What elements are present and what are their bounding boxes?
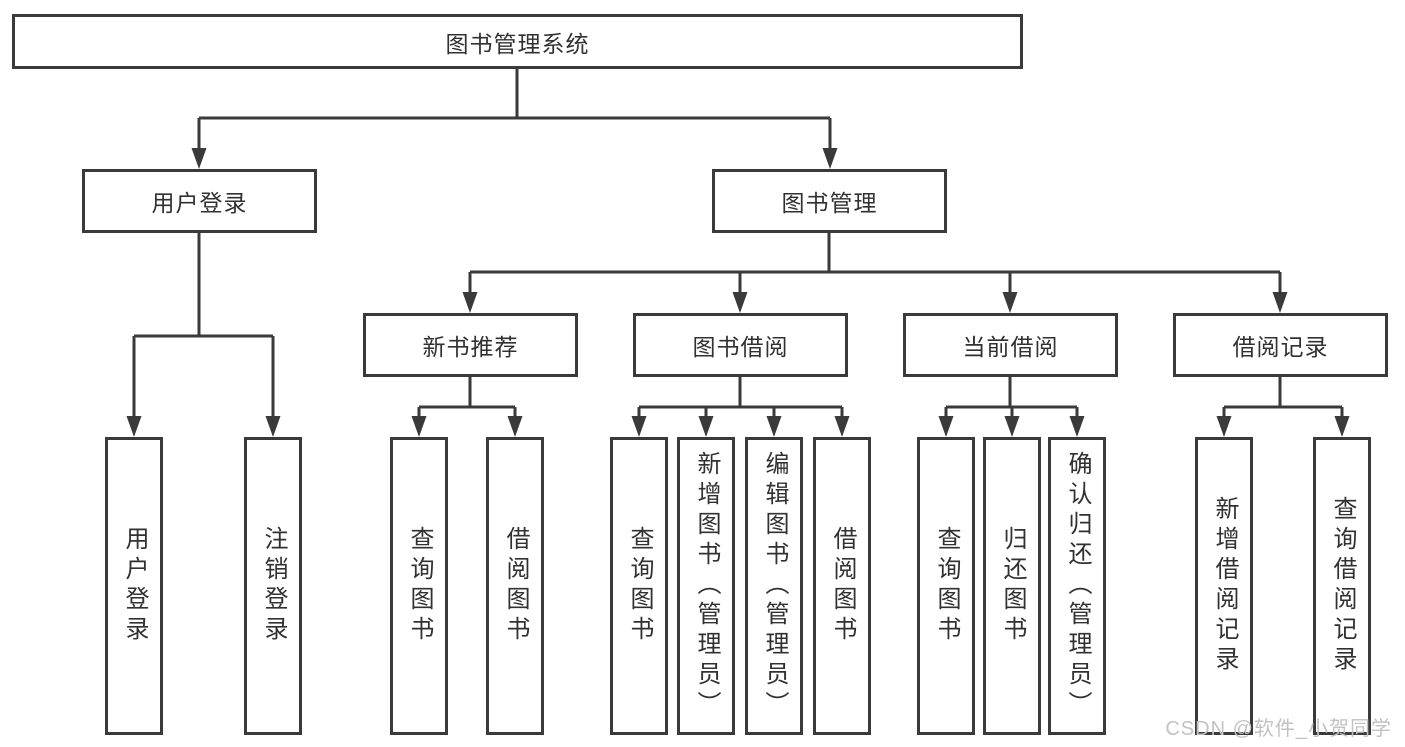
leaf-borrow-books-1: 借阅图书 xyxy=(486,437,544,735)
node-label: 编辑图书（管理员） xyxy=(761,451,788,721)
node-label: 新书推荐 xyxy=(422,334,519,360)
node-label: 注销登录 xyxy=(260,526,287,646)
node-user-login-branch: 用户登录 xyxy=(82,169,317,233)
node-book-management-branch: 图书管理 xyxy=(712,169,947,233)
leaf-add-borrow-record: 新增借阅记录 xyxy=(1195,437,1253,735)
leaf-query-books-1: 查询图书 xyxy=(390,437,448,735)
node-label: 图书借阅 xyxy=(692,334,789,360)
csdn-watermark: CSDN @软件_小贺同学 xyxy=(1165,718,1392,740)
leaf-user-login: 用户登录 xyxy=(105,437,163,735)
node-label: 确认归还（管理员） xyxy=(1064,451,1091,721)
node-label: 归还图书 xyxy=(999,526,1026,646)
node-label: 查询图书 xyxy=(406,526,433,646)
leaf-add-books-admin: 新增图书（管理员） xyxy=(677,437,735,735)
node-label: 查询借阅记录 xyxy=(1329,496,1356,676)
node-label: 图书管理系统 xyxy=(445,30,590,57)
leaf-return-books: 归还图书 xyxy=(983,437,1041,735)
node-current-borrow: 当前借阅 xyxy=(903,313,1118,377)
node-borrow-record: 借阅记录 xyxy=(1173,313,1388,377)
node-book-borrow: 图书借阅 xyxy=(633,313,848,377)
leaf-logout: 注销登录 xyxy=(244,437,302,735)
leaf-query-books-2: 查询图书 xyxy=(610,437,668,735)
node-label: 图书管理 xyxy=(781,190,878,216)
node-label: 用户登录 xyxy=(151,190,248,216)
node-label: 查询图书 xyxy=(626,526,653,646)
leaf-query-borrow-record: 查询借阅记录 xyxy=(1313,437,1371,735)
node-label: 当前借阅 xyxy=(962,334,1059,360)
leaf-borrow-books-2: 借阅图书 xyxy=(813,437,871,735)
leaf-confirm-return-admin: 确认归还（管理员） xyxy=(1048,437,1106,735)
leaf-query-books-3: 查询图书 xyxy=(917,437,975,735)
node-label: 用户登录 xyxy=(121,526,148,646)
node-label: 借阅图书 xyxy=(829,526,856,646)
node-system-root: 图书管理系统 xyxy=(12,14,1023,69)
node-label: 新增图书（管理员） xyxy=(693,451,720,721)
leaf-edit-books-admin: 编辑图书（管理员） xyxy=(745,437,803,735)
node-label: 借阅图书 xyxy=(502,526,529,646)
node-new-book-recommend: 新书推荐 xyxy=(363,313,578,377)
node-label: 新增借阅记录 xyxy=(1211,496,1238,676)
node-label: 查询图书 xyxy=(933,526,960,646)
node-label: 借阅记录 xyxy=(1232,334,1329,360)
